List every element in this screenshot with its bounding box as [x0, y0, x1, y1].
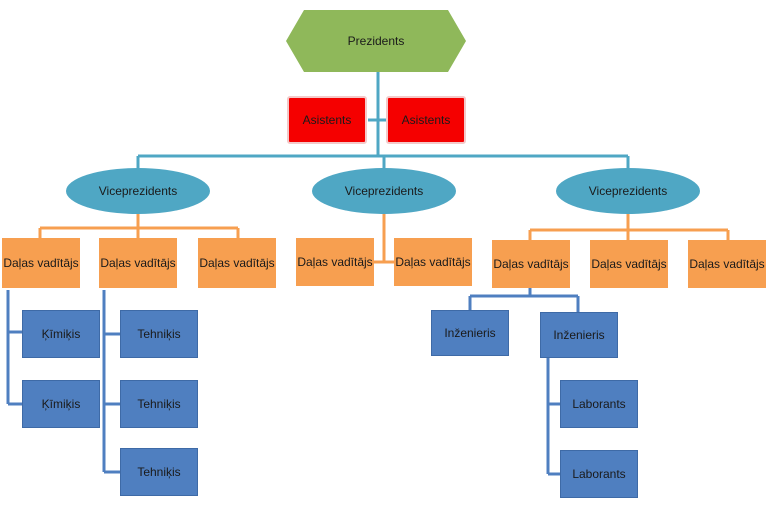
lab-assistant-node[interactable]: Laborants: [560, 380, 638, 428]
assistant-node-2[interactable]: Asistents: [386, 96, 466, 144]
vice-president-node-3[interactable]: Viceprezidents: [556, 168, 700, 214]
connector-vp-bus: [136, 154, 630, 168]
technician-node[interactable]: Tehniķis: [120, 380, 198, 428]
chemist-node[interactable]: Ķīmiķis: [22, 380, 100, 428]
connector-engineers: [468, 288, 580, 312]
chemist-node[interactable]: Ķīmiķis: [22, 310, 100, 358]
connector-vp3-departments: [528, 212, 730, 240]
department-head-node[interactable]: Daļas vadītājs: [394, 238, 472, 286]
assistant-node-1[interactable]: Asistents: [287, 96, 367, 144]
connector-vp2-departments: [374, 214, 394, 264]
connector-lab-assistants: [546, 358, 562, 476]
technician-node[interactable]: Tehniķis: [120, 310, 198, 358]
connector-technicians: [102, 290, 122, 474]
department-head-node[interactable]: Daļas vadītājs: [296, 238, 374, 286]
vice-president-node-1[interactable]: Viceprezidents: [66, 168, 210, 214]
department-head-node[interactable]: Daļas vadītājs: [99, 238, 177, 288]
vice-president-node-2[interactable]: Viceprezidents: [312, 168, 456, 214]
engineer-node[interactable]: Inženieris: [540, 312, 618, 358]
lab-assistant-node[interactable]: Laborants: [560, 450, 638, 498]
department-head-node[interactable]: Daļas vadītājs: [198, 238, 276, 288]
connector-vp1-departments: [38, 212, 240, 238]
department-head-node[interactable]: Daļas vadītājs: [590, 240, 668, 288]
department-head-node[interactable]: Daļas vadītājs: [2, 238, 80, 288]
technician-node[interactable]: Tehniķis: [120, 448, 198, 496]
president-node[interactable]: Prezidents: [286, 10, 466, 72]
department-head-node[interactable]: Daļas vadītājs: [688, 240, 766, 288]
department-head-node[interactable]: Daļas vadītājs: [492, 240, 570, 288]
engineer-node[interactable]: Inženieris: [431, 310, 509, 356]
connector-chemists: [6, 290, 24, 406]
